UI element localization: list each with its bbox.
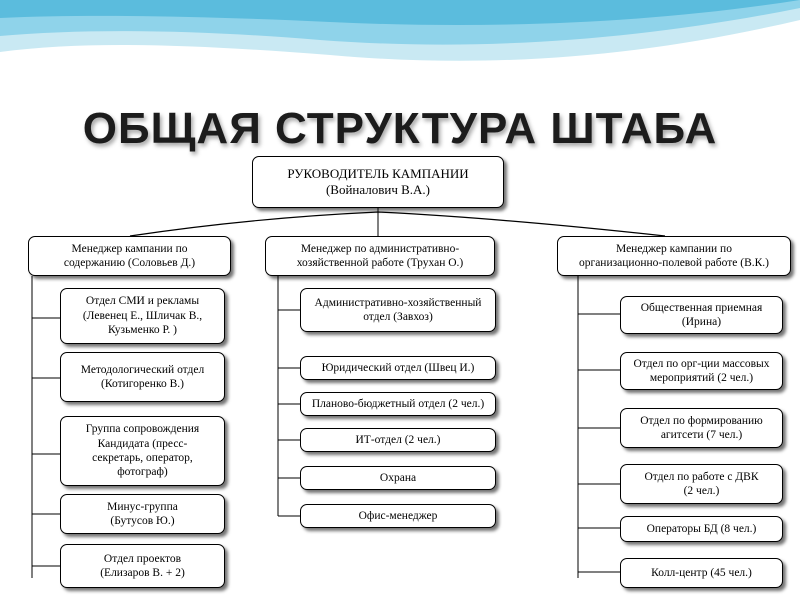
unit-it-box: ИТ-отдел (2 чел.) bbox=[300, 428, 496, 452]
unit-public-reception-box: Общественная приемная (Ирина) bbox=[620, 296, 783, 334]
unit-call-center-box: Колл-центр (45 чел.) bbox=[620, 558, 783, 588]
unit-media-box: Отдел СМИ и рекламы (Левенец Е., Шличак … bbox=[60, 288, 225, 344]
manager-field-box: Менеджер кампании по организационно-поле… bbox=[557, 236, 791, 276]
unit-admin-dept-box: Административно-хозяйственный отдел (Зав… bbox=[300, 288, 496, 332]
unit-candidate-support-box: Группа сопровождения Кандидата (пресс- с… bbox=[60, 416, 225, 486]
unit-projects-box: Отдел проектов (Елизаров В. + 2) bbox=[60, 544, 225, 588]
unit-dvk-box: Отдел по работе с ДВК (2 чел.) bbox=[620, 464, 783, 504]
manager-content-box: Менеджер кампании по содержанию (Соловье… bbox=[28, 236, 231, 276]
unit-mass-events-box: Отдел по орг-ции массовых мероприятий (2… bbox=[620, 352, 783, 390]
unit-budget-box: Планово-бюджетный отдел (2 чел.) bbox=[300, 392, 496, 416]
unit-minus-group-box: Минус-группа (Бутусов Ю.) bbox=[60, 494, 225, 534]
unit-db-operators-box: Операторы БД (8 чел.) bbox=[620, 516, 783, 542]
unit-legal-box: Юридический отдел (Швец И.) bbox=[300, 356, 496, 380]
unit-agit-network-box: Отдел по формированию агитсети (7 чел.) bbox=[620, 408, 783, 448]
unit-methodology-box: Методологический отдел (Котигоренко В.) bbox=[60, 352, 225, 402]
unit-security-box: Охрана bbox=[300, 466, 496, 490]
unit-office-manager-box: Офис-менеджер bbox=[300, 504, 496, 528]
campaign-leader-box: РУКОВОДИТЕЛЬ КАМПАНИИ (Войналович В.А.) bbox=[252, 156, 504, 208]
manager-admin-box: Менеджер по административно- хозяйственн… bbox=[265, 236, 495, 276]
